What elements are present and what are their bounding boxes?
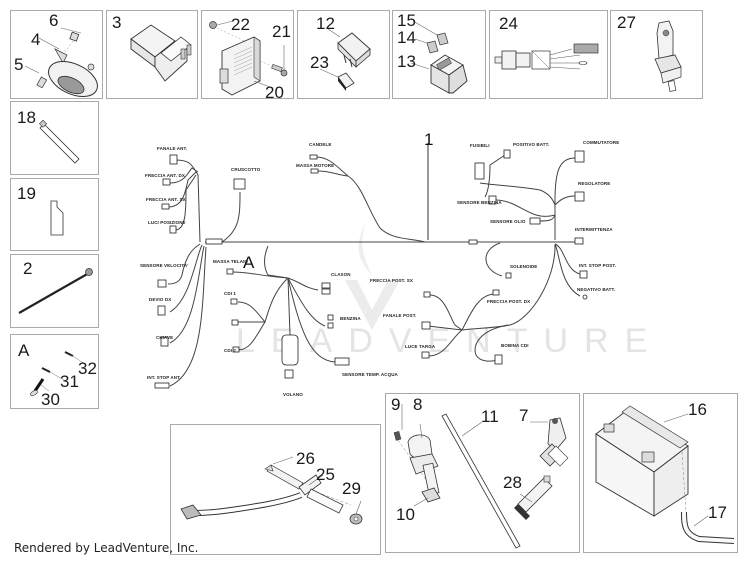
label-volano: VOLANO xyxy=(283,392,303,397)
flasher-relay-illustration xyxy=(319,28,371,91)
callout-12: 12 xyxy=(316,14,335,33)
label-sensore-olio: SENSORE OLIO xyxy=(490,219,526,224)
label-cdi-1: CDI 1 xyxy=(224,291,237,296)
label-freccia-post-dx: FRECCIA POST. DX xyxy=(487,299,531,304)
ignition-illustration xyxy=(393,404,569,549)
panel-temp-sensor[interactable]: 27 xyxy=(610,10,703,99)
callout-5: 5 xyxy=(14,55,24,74)
callout-20: 20 xyxy=(265,83,284,102)
label-sensore-temp-acqua: SENSORE TEMP. ACQUA xyxy=(342,372,398,377)
label-freccia-ant-dx: FRECCIA ANT. DX xyxy=(145,173,185,178)
harness-group-a-marker: A xyxy=(243,253,255,272)
callout-17: 17 xyxy=(708,503,727,522)
label-int-stop-ant: INT. STOP ANT. xyxy=(147,375,181,380)
panel-cap[interactable]: 18 xyxy=(10,101,99,175)
callout-21: 21 xyxy=(272,22,291,41)
label-intermittenza: INTERMITTENZA xyxy=(575,227,613,232)
callout-13: 13 xyxy=(397,52,416,71)
callout-30: 30 xyxy=(41,390,60,409)
callout-11: 11 xyxy=(481,407,499,426)
callout-29: 29 xyxy=(342,479,361,498)
callout-18: 18 xyxy=(17,108,36,127)
footer-credit: Rendered by LeadVenture, Inc. xyxy=(14,541,199,555)
label-luce-targa: LUCE TARGA xyxy=(405,344,436,349)
group-a-label: A xyxy=(18,341,30,360)
callout-25: 25 xyxy=(316,465,335,484)
label-sensore-velocita: SENSORE VELOCITA' xyxy=(140,263,189,268)
callout-19: 19 xyxy=(17,184,36,203)
callout-8: 8 xyxy=(413,395,423,414)
panel-fuse-box[interactable]: 15 14 13 xyxy=(392,10,486,99)
harness-callout-1: 1 xyxy=(424,130,434,149)
label-chiave: CHIAVE xyxy=(156,335,174,340)
temp-sensor-illustration xyxy=(654,20,682,92)
label-massa-telaio: MASSA TELAIO xyxy=(213,259,249,264)
panel-flasher-relay[interactable]: 12 23 xyxy=(297,10,390,99)
watermark-text: LEADVENTURE xyxy=(236,322,664,360)
label-freccia-ant-sx: FRECCIA ANT. SX xyxy=(146,197,186,202)
fuse-box-illustration xyxy=(410,20,468,94)
callout-3: 3 xyxy=(112,13,122,32)
label-sensore-benzina: SENSORE BENZINA xyxy=(457,200,502,205)
panel-battery[interactable]: 16 17 xyxy=(583,393,738,553)
callout-31: 31 xyxy=(60,372,79,391)
callout-10: 10 xyxy=(396,505,415,524)
label-massa-motore: MASSA MOTORE xyxy=(296,163,335,168)
cable-harness-illustration xyxy=(494,43,599,70)
kit-a-illustration xyxy=(30,351,86,396)
panel-bottle[interactable]: 19 xyxy=(10,178,99,251)
label-int-stop-post: INT. STOP POST. xyxy=(579,263,617,268)
callout-24: 24 xyxy=(499,14,518,33)
callout-26: 26 xyxy=(296,449,315,468)
label-positivo-batt: POSITIVO BATT. xyxy=(513,142,550,147)
panel-horn[interactable]: 6 4 5 xyxy=(10,10,103,99)
label-fusibili: FUSIBILI xyxy=(470,143,490,148)
label-fanale-post: FANALE POST. xyxy=(383,313,417,318)
label-negativo-batt: NEGATIVO BATT. xyxy=(577,287,616,292)
callout-9: 9 xyxy=(391,395,401,414)
relay-module-illustration xyxy=(130,24,192,82)
callout-4: 4 xyxy=(31,30,41,49)
label-freccia-post-sx: FRECCIA POST. SX xyxy=(370,278,413,283)
label-regolatore: REGOLATORE xyxy=(578,181,611,186)
callout-28: 28 xyxy=(503,473,522,492)
callout-27: 27 xyxy=(617,13,636,32)
label-bobina-cdi: BOBINA CDI xyxy=(501,343,529,348)
bottle-illustration xyxy=(50,200,64,236)
battery-illustration xyxy=(595,405,735,544)
cable-tie-illustration xyxy=(18,268,93,314)
label-cdi-2: CDI 2 xyxy=(224,348,237,353)
horn-illustration xyxy=(24,27,98,97)
callout-23: 23 xyxy=(310,53,329,72)
callout-16: 16 xyxy=(688,400,707,419)
callout-32: 32 xyxy=(78,359,97,378)
label-luci-posizione: LUCI POSIZIONE xyxy=(148,220,186,225)
label-fanale-ant: FANALE ANT. xyxy=(157,146,188,151)
panel-cable-harness[interactable]: 24 xyxy=(489,10,608,99)
callout-15: 15 xyxy=(397,11,416,30)
label-claxon: CLAXON xyxy=(331,272,351,277)
panel-cable-tie[interactable]: 2 xyxy=(10,254,99,328)
callout-14: 14 xyxy=(397,28,416,47)
lambda-sensor-illustration xyxy=(180,456,363,525)
callout-7: 7 xyxy=(519,406,529,425)
label-cruscotto: CRUSCOTTO xyxy=(231,167,261,172)
panel-ignition[interactable]: 9 8 11 7 28 10 xyxy=(385,393,580,553)
cap-illustration xyxy=(39,119,80,164)
label-devio-dx: DEVIO DX xyxy=(149,297,172,302)
label-commutatore: COMMUTATORE xyxy=(583,140,620,145)
callout-2: 2 xyxy=(23,259,33,278)
label-solenoide: SOLENOIDE xyxy=(510,264,538,269)
callout-22: 22 xyxy=(231,15,250,34)
panel-relay-module[interactable]: 3 xyxy=(106,10,198,99)
regulator-illustration xyxy=(209,20,288,96)
label-benzina: BENZINA xyxy=(340,316,361,321)
panel-kit-a[interactable]: A 32 31 30 xyxy=(10,334,99,409)
panel-lambda-sensor[interactable]: 26 25 29 xyxy=(170,424,381,555)
label-candele: CANDELE xyxy=(309,142,332,147)
panel-regulator[interactable]: 22 21 20 xyxy=(201,10,294,102)
callout-6: 6 xyxy=(49,11,59,30)
